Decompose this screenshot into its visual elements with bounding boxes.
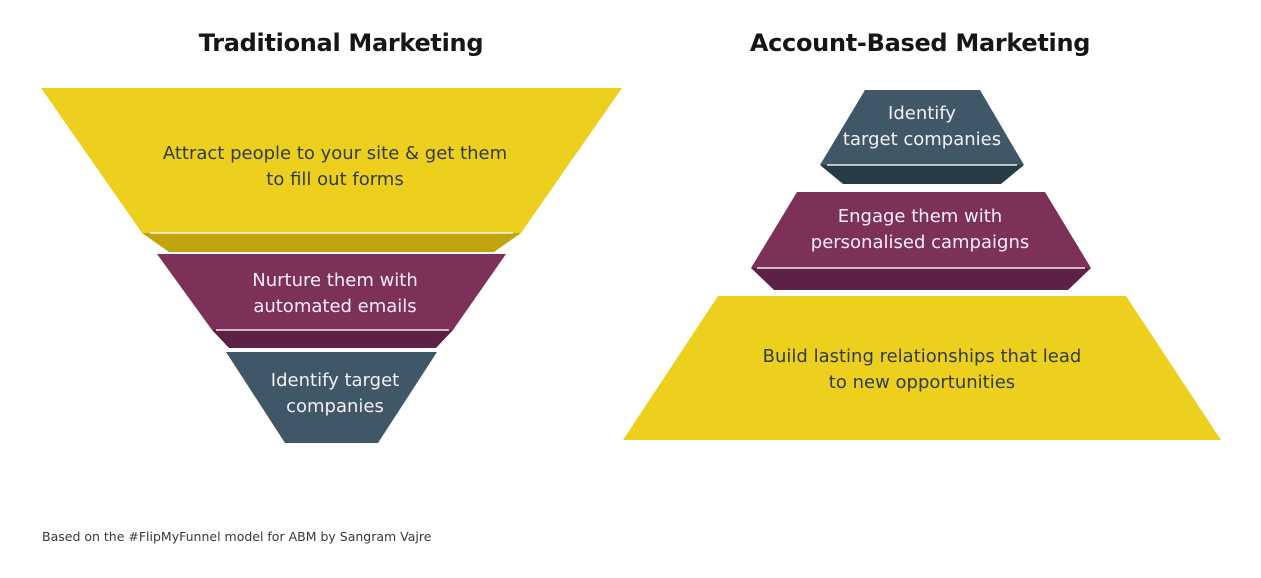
pyramid-tier1-lip — [820, 165, 1024, 184]
pyramid-tier2-face — [751, 192, 1091, 268]
funnel-tier1-face — [41, 88, 622, 233]
funnel-tier2-face — [157, 254, 506, 330]
funnel-tier3-face — [226, 352, 437, 443]
credit-text: Based on the #FlipMyFunnel model for ABM… — [42, 529, 432, 544]
pyramid-tier2-lip — [751, 268, 1091, 290]
account-based-marketing-title: Account-Based Marketing — [749, 29, 1091, 57]
funnel-tier1-lip — [142, 233, 521, 252]
funnel-tier2-lip — [212, 330, 453, 348]
pyramid-tier1-face — [820, 90, 1024, 165]
pyramid-tier3-face — [623, 296, 1221, 440]
traditional-marketing-title: Traditional Marketing — [198, 29, 484, 57]
